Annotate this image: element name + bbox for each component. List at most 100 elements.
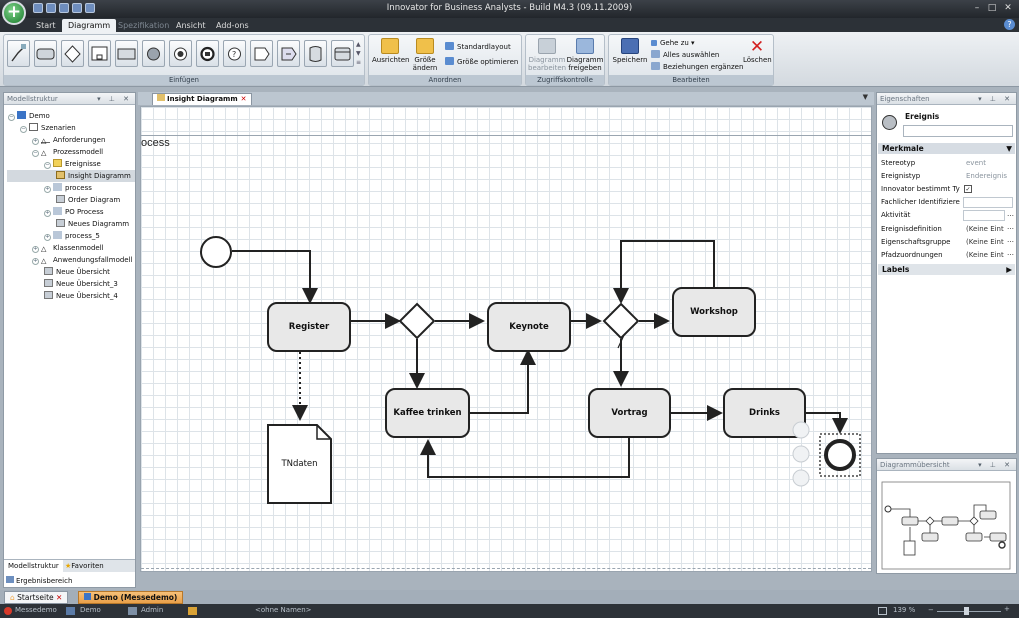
- tree-item-anforderungen[interactable]: +△Anforderungen: [32, 134, 105, 146]
- overview-minimap[interactable]: [880, 475, 1014, 571]
- expand-icon[interactable]: +: [44, 210, 51, 217]
- start-event[interactable]: [201, 237, 231, 267]
- tab-insight-diagramm[interactable]: Insight Diagramm✕: [152, 93, 252, 105]
- diagramm-freigeben-button[interactable]: Diagramm freigeben: [566, 38, 604, 72]
- tab-startseite[interactable]: ⌂ Startseite ✕: [4, 591, 68, 604]
- prop-ereignisdefinition-more-icon[interactable]: …: [1007, 223, 1014, 231]
- loeschen-button[interactable]: ✕Löschen: [743, 38, 771, 64]
- subprocess-shape-icon[interactable]: [88, 40, 111, 67]
- prop-eigenschaftsgruppe-more-icon[interactable]: …: [1007, 236, 1014, 244]
- handle-arrow-icon[interactable]: [793, 446, 809, 462]
- tab-demo-messedemo[interactable]: Demo (Messedemo): [78, 591, 183, 604]
- prop-identifier-input[interactable]: [963, 197, 1013, 208]
- tree-item-neue-uebersicht[interactable]: Neue Übersicht: [44, 266, 110, 278]
- ausrichten-button[interactable]: Ausrichten: [372, 38, 408, 64]
- zoom-in-icon[interactable]: +: [1004, 605, 1010, 613]
- expand-icon[interactable]: +: [32, 258, 39, 265]
- expand-section-icon[interactable]: ▶: [1006, 264, 1012, 275]
- tab-spezifikation[interactable]: Spezifikation: [112, 19, 175, 32]
- gateway-shape-icon[interactable]: [61, 40, 84, 67]
- tree-item-prozessmodell[interactable]: −△Prozessmodell: [32, 146, 103, 158]
- diagram-canvas[interactable]: ocess: [140, 106, 872, 572]
- collapse-section-icon[interactable]: ▼: [1006, 143, 1012, 154]
- link-event-icon[interactable]: [277, 40, 300, 67]
- speichern-button[interactable]: Speichern: [612, 38, 648, 64]
- close-tab-icon[interactable]: ✕: [56, 593, 62, 602]
- prop-ereignisdefinition-value[interactable]: (Keine Eint: [966, 223, 1004, 235]
- task-shape-icon[interactable]: [115, 40, 138, 67]
- redo-icon[interactable]: [85, 3, 95, 13]
- tree-item-anwendungsfallmodell[interactable]: +△Anwendungsfallmodell: [32, 254, 133, 266]
- collapse-icon[interactable]: −: [44, 162, 51, 169]
- minimize-icon[interactable]: –: [970, 2, 984, 15]
- flow-kaffee-keynote[interactable]: [470, 351, 528, 413]
- tree-item-order-diagram[interactable]: Order Diagram: [56, 194, 120, 206]
- close-tab-icon[interactable]: ✕: [241, 95, 247, 103]
- tab-add-ons[interactable]: Add-ons: [210, 19, 255, 32]
- diagramm-bearbeiten-button[interactable]: Diagramm bearbeiten: [528, 38, 566, 72]
- expand-icon[interactable]: +: [32, 138, 39, 145]
- prop-pfadzuordnungen-more-icon[interactable]: …: [1007, 249, 1014, 257]
- save-icon[interactable]: [46, 3, 56, 13]
- panel-controls-icon[interactable]: ▾ ⊥ ✕: [978, 459, 1013, 471]
- zoom-out-icon[interactable]: −: [928, 606, 934, 614]
- gateway-1[interactable]: [400, 304, 434, 338]
- prop-pfadzuordnungen-value[interactable]: (Keine Eint: [966, 249, 1004, 261]
- tree-item-insight-diagramm[interactable]: Insight Diagramm: [7, 170, 135, 182]
- help-icon[interactable]: ?: [1004, 19, 1015, 30]
- new-icon[interactable]: [33, 3, 43, 13]
- prop-eigenschaftsgruppe-value[interactable]: (Keine Eint: [966, 236, 1004, 248]
- tree-item-neue-uebersicht-4[interactable]: Neue Übersicht_4: [44, 290, 118, 302]
- tree-item-neue-uebersicht-3[interactable]: Neue Übersicht_3: [44, 278, 118, 290]
- collapse-icon[interactable]: −: [20, 126, 27, 133]
- tree-item-ereignisse[interactable]: −Ereignisse: [44, 158, 101, 170]
- panel-controls-icon[interactable]: ▾ ⊥ ✕: [978, 93, 1013, 105]
- tree-item-demo[interactable]: −Demo: [8, 110, 50, 122]
- prop-aktivitaet-input[interactable]: [963, 210, 1005, 221]
- expand-icon[interactable]: +: [32, 246, 39, 253]
- gallery-scroll-icon[interactable]: ▲▼≡: [356, 40, 361, 67]
- end-event[interactable]: [826, 441, 854, 469]
- collapse-icon[interactable]: −: [32, 150, 39, 157]
- section-labels[interactable]: Labels▶: [878, 264, 1015, 275]
- groesse-optimieren-button[interactable]: Größe optimieren: [445, 57, 518, 67]
- zoom-slider[interactable]: [937, 611, 1001, 612]
- flow-drinks-end[interactable]: [805, 413, 840, 432]
- print-icon[interactable]: [59, 3, 69, 13]
- prop-aktivitaet-more-icon[interactable]: …: [1007, 210, 1014, 218]
- fit-page-icon[interactable]: [878, 607, 887, 615]
- gateway-2[interactable]: [604, 304, 638, 338]
- ergebnisbereich-tab[interactable]: Ergebnisbereich: [4, 575, 84, 587]
- question-event-icon[interactable]: ?: [223, 40, 246, 67]
- tree-item-szenarien[interactable]: −Szenarien: [20, 122, 76, 134]
- groesse-aendern-button[interactable]: Größe ändern: [409, 38, 441, 72]
- tab-favoriten[interactable]: Favoriten: [71, 562, 103, 570]
- collapse-icon[interactable]: −: [8, 114, 15, 121]
- data-object-icon[interactable]: [331, 40, 354, 67]
- element-name-input[interactable]: [903, 125, 1013, 137]
- connector-tool-icon[interactable]: [7, 40, 30, 67]
- tree-item-process-5[interactable]: +process_5: [44, 230, 100, 242]
- tab-modellstruktur[interactable]: Modellstruktur: [4, 560, 63, 572]
- tab-ansicht[interactable]: Ansicht: [170, 19, 212, 32]
- close-window-icon[interactable]: ✕: [1001, 2, 1015, 15]
- standardlayout-button[interactable]: Standardlayout: [445, 42, 511, 52]
- tree-item-klassenmodell[interactable]: +△Klassenmodell: [32, 242, 104, 254]
- data-store-icon[interactable]: [304, 40, 327, 67]
- undo-icon[interactable]: [72, 3, 82, 13]
- end-event-icon[interactable]: [196, 40, 219, 67]
- tab-list-icon[interactable]: ▼: [863, 93, 868, 101]
- flow-start-register[interactable]: [232, 251, 310, 302]
- handle-move-icon[interactable]: [793, 470, 809, 486]
- panel-controls-icon[interactable]: ▾ ⊥ ✕: [97, 93, 132, 105]
- intermediate-event-icon[interactable]: [169, 40, 192, 67]
- tree-item-process[interactable]: +process: [44, 182, 92, 194]
- expand-icon[interactable]: +: [44, 186, 51, 193]
- section-merkmale[interactable]: Merkmale▼: [878, 143, 1015, 154]
- prop-innovator-checkbox[interactable]: ✓: [964, 185, 972, 193]
- tree-item-po-process[interactable]: +PO Process: [44, 206, 104, 218]
- alles-auswaehlen-button[interactable]: Alles auswählen: [651, 50, 719, 60]
- maximize-icon[interactable]: □: [985, 2, 999, 15]
- start-event-icon[interactable]: [142, 40, 165, 67]
- gehe-zu-button[interactable]: Gehe zu ▾: [651, 38, 695, 48]
